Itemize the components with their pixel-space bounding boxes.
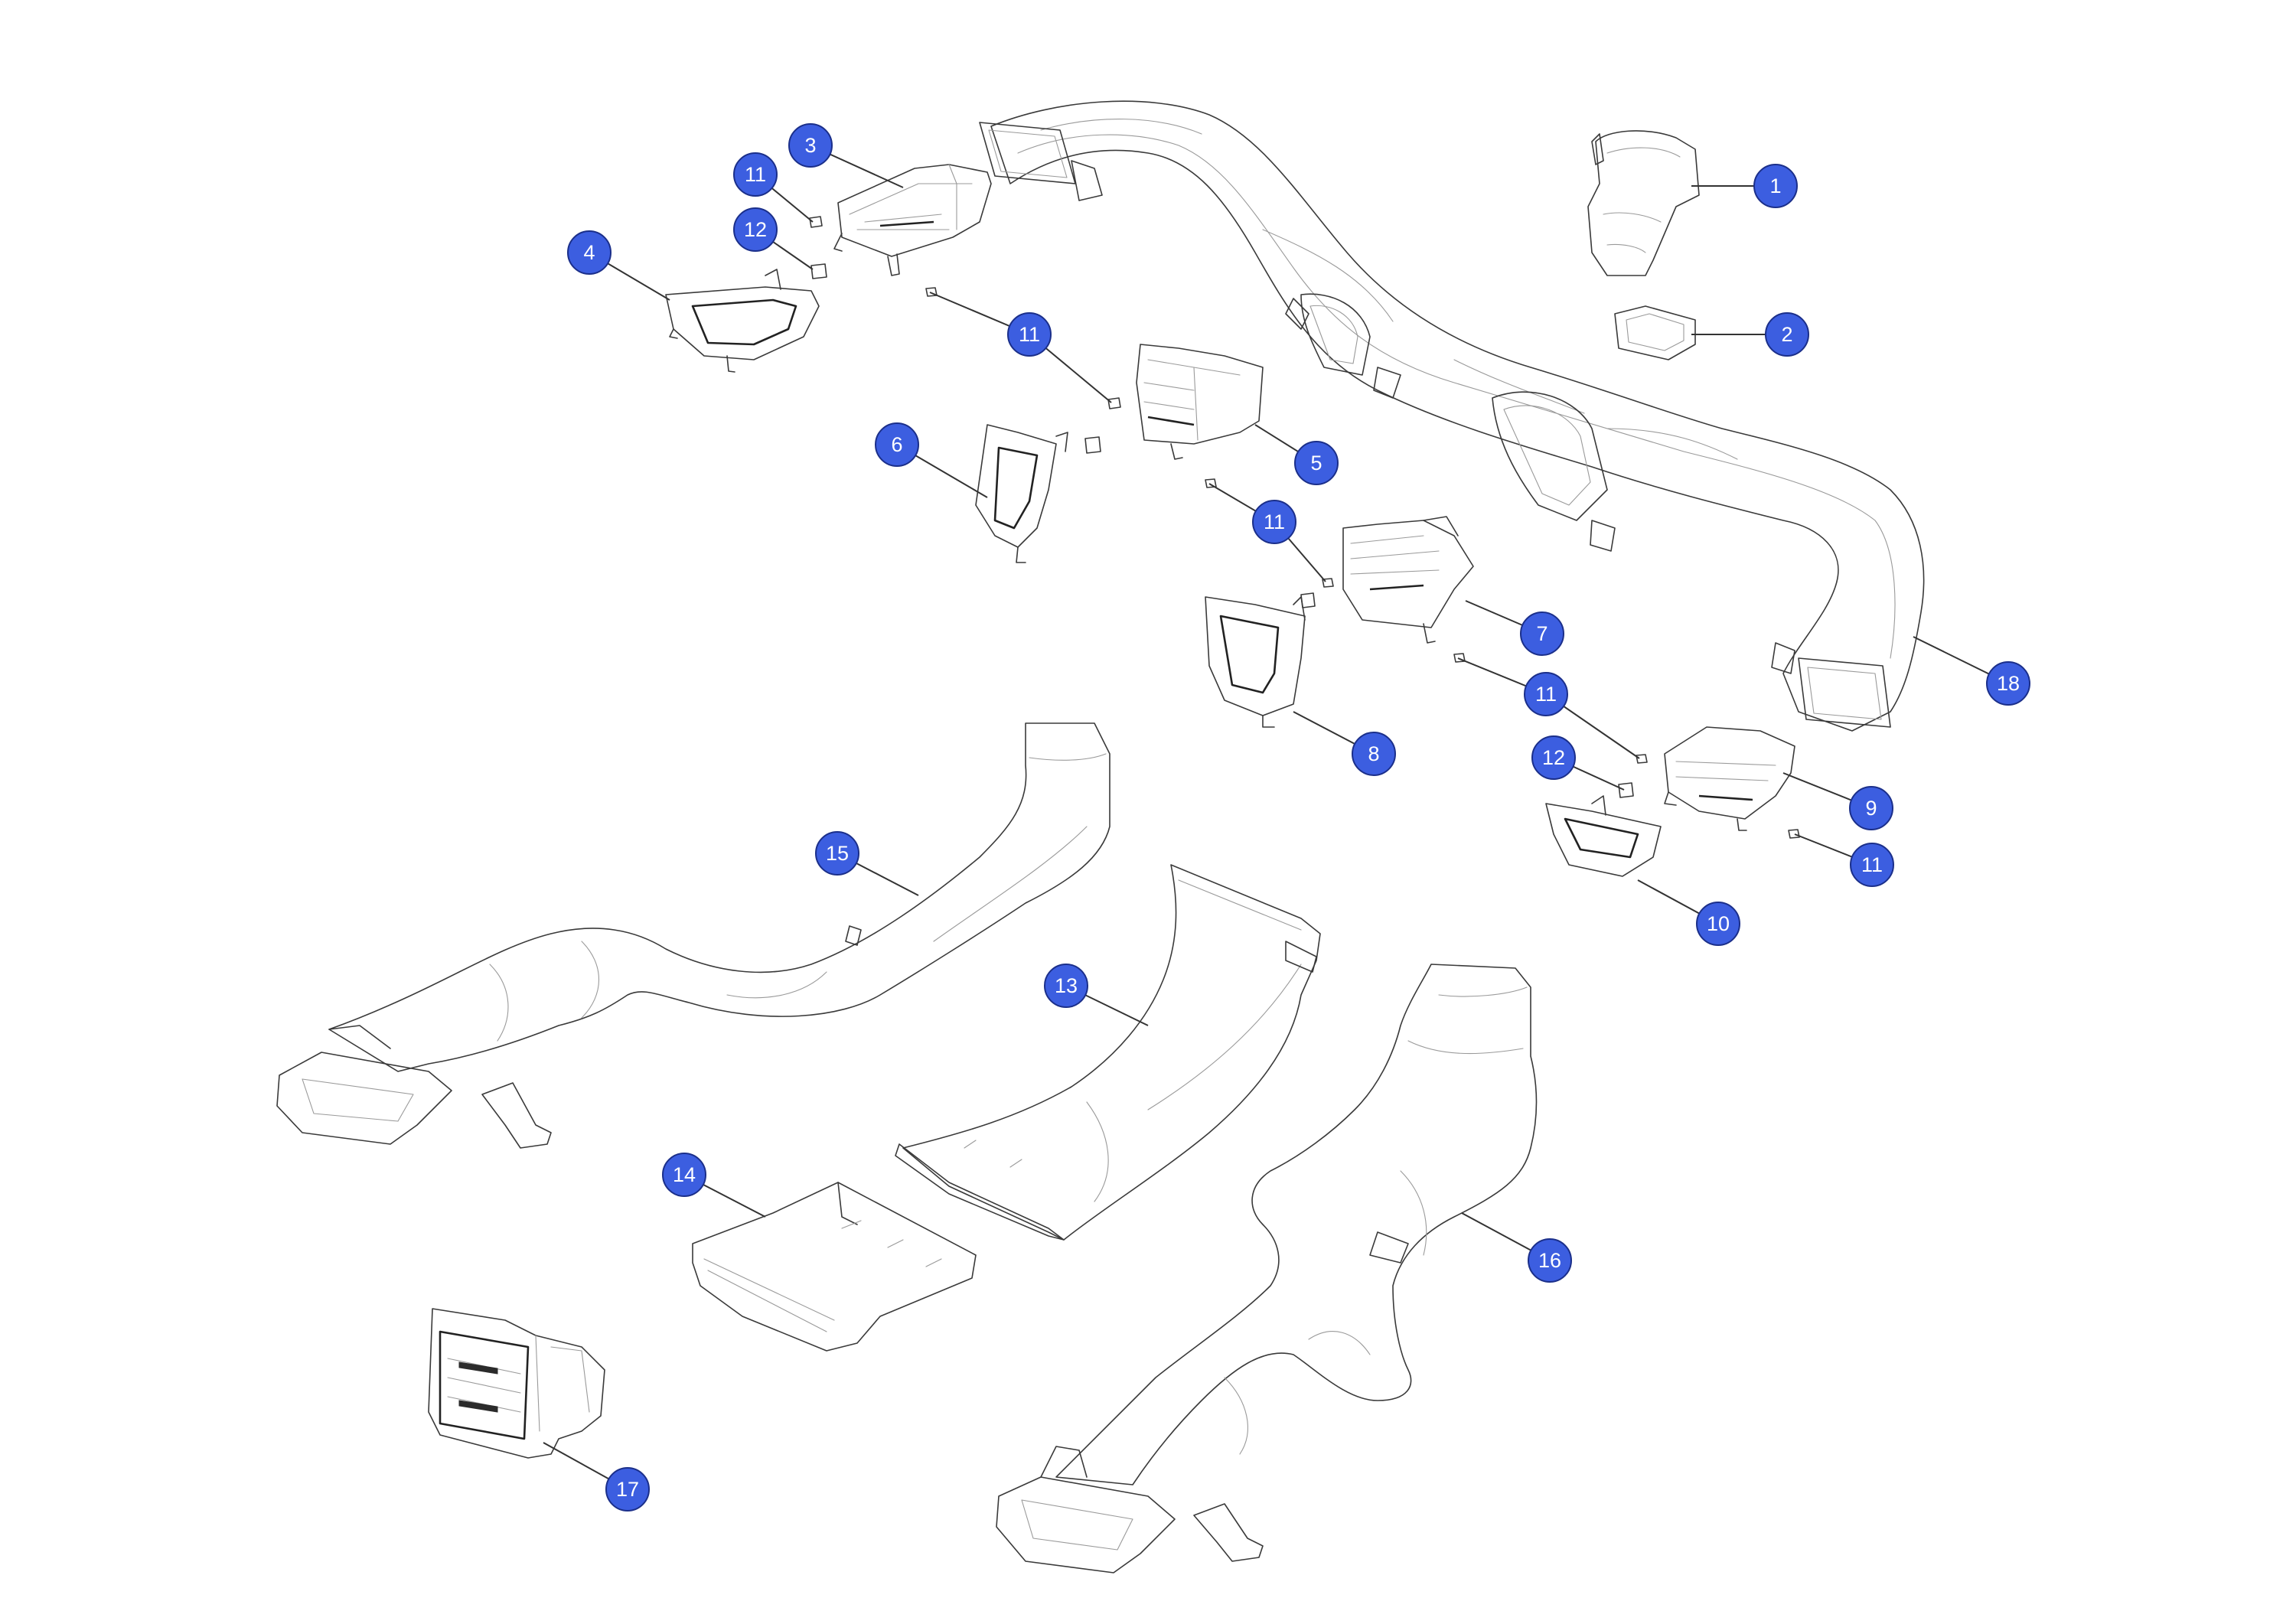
part-7-vent-housing	[1342, 516, 1474, 644]
screw-11g	[1636, 754, 1648, 764]
part-16-right-rear-floor-duct	[996, 964, 1538, 1573]
callout-9: 9	[1849, 786, 1893, 830]
callout-12a: 12	[733, 207, 778, 252]
callout-14: 14	[662, 1153, 706, 1197]
svg-text:7: 7	[1536, 622, 1548, 645]
clip-12e	[1300, 592, 1316, 608]
screw-11h	[1788, 829, 1800, 839]
part-15-rear-floor-duct	[276, 722, 1110, 1149]
svg-text:4: 4	[583, 241, 595, 264]
part-2-seal-gasket	[1614, 305, 1696, 360]
part-1-duct-elbow	[1587, 130, 1700, 276]
callout-8: 8	[1352, 732, 1396, 776]
svg-text:12: 12	[1542, 746, 1565, 769]
clip-12c	[1084, 436, 1101, 454]
callout-11d: 11	[1524, 672, 1568, 716]
callout-7: 7	[1520, 611, 1564, 656]
clip-12b	[1618, 782, 1634, 798]
part-10-vent-bezel	[1545, 795, 1662, 877]
svg-text:10: 10	[1707, 912, 1730, 935]
svg-text:9: 9	[1865, 797, 1877, 820]
callout-13: 13	[1044, 964, 1088, 1008]
clip-12a	[810, 263, 827, 279]
callout-3: 3	[788, 123, 833, 168]
part-6-vent-bezel	[975, 424, 1068, 563]
svg-text:16: 16	[1538, 1249, 1561, 1272]
svg-text:11: 11	[1264, 510, 1285, 533]
callout-12b: 12	[1531, 735, 1576, 780]
part-8-vent-bezel	[1205, 596, 1306, 728]
svg-text:1: 1	[1769, 174, 1781, 197]
screw-11d	[1205, 478, 1217, 488]
callout-2: 2	[1765, 312, 1809, 357]
svg-text:8: 8	[1368, 742, 1379, 765]
part-4-vent-bezel	[665, 269, 820, 373]
callout-6: 6	[875, 422, 919, 467]
svg-text:11: 11	[1535, 683, 1557, 706]
callout-10: 10	[1696, 902, 1740, 946]
callout-11b: 11	[1007, 312, 1052, 357]
callout-5: 5	[1294, 441, 1339, 485]
callouts: 1 2 3 4 5 6 7 8 9 10 11 11 11 11 11 12 1…	[567, 123, 2030, 1511]
part-14-rear-outlet	[692, 1182, 977, 1352]
part-9-vent-housing	[1664, 726, 1795, 831]
callout-11c: 11	[1252, 500, 1296, 544]
svg-text:2: 2	[1781, 323, 1792, 346]
svg-text:18: 18	[1997, 672, 2020, 695]
svg-text:5: 5	[1310, 452, 1322, 474]
svg-text:14: 14	[673, 1163, 696, 1186]
callout-17: 17	[605, 1467, 650, 1511]
callout-18: 18	[1986, 661, 2030, 706]
part-3-vent-housing	[833, 164, 992, 276]
callout-16: 16	[1528, 1238, 1572, 1283]
part-13-center-rear-duct	[895, 864, 1321, 1241]
svg-text:15: 15	[826, 842, 849, 865]
callout-15: 15	[815, 831, 859, 876]
screw-11e	[1322, 578, 1334, 588]
part-5-vent-housing	[1136, 344, 1264, 460]
callout-4: 4	[567, 230, 612, 275]
svg-text:17: 17	[616, 1478, 639, 1501]
screw-11c	[1107, 397, 1121, 409]
svg-text:11: 11	[745, 163, 766, 186]
callout-11a: 11	[733, 152, 778, 197]
svg-text:11: 11	[1861, 853, 1883, 876]
svg-text:12: 12	[744, 218, 767, 241]
svg-text:6: 6	[891, 433, 902, 456]
screw-11a	[809, 216, 823, 228]
callout-1: 1	[1753, 164, 1798, 208]
svg-text:13: 13	[1055, 974, 1078, 997]
fasteners	[809, 216, 1800, 839]
callout-11e: 11	[1850, 843, 1894, 887]
svg-text:11: 11	[1019, 323, 1040, 346]
part-18-main-air-duct	[979, 100, 1925, 732]
part-17-rear-vent-unit	[428, 1308, 605, 1459]
svg-text:3: 3	[804, 134, 816, 157]
